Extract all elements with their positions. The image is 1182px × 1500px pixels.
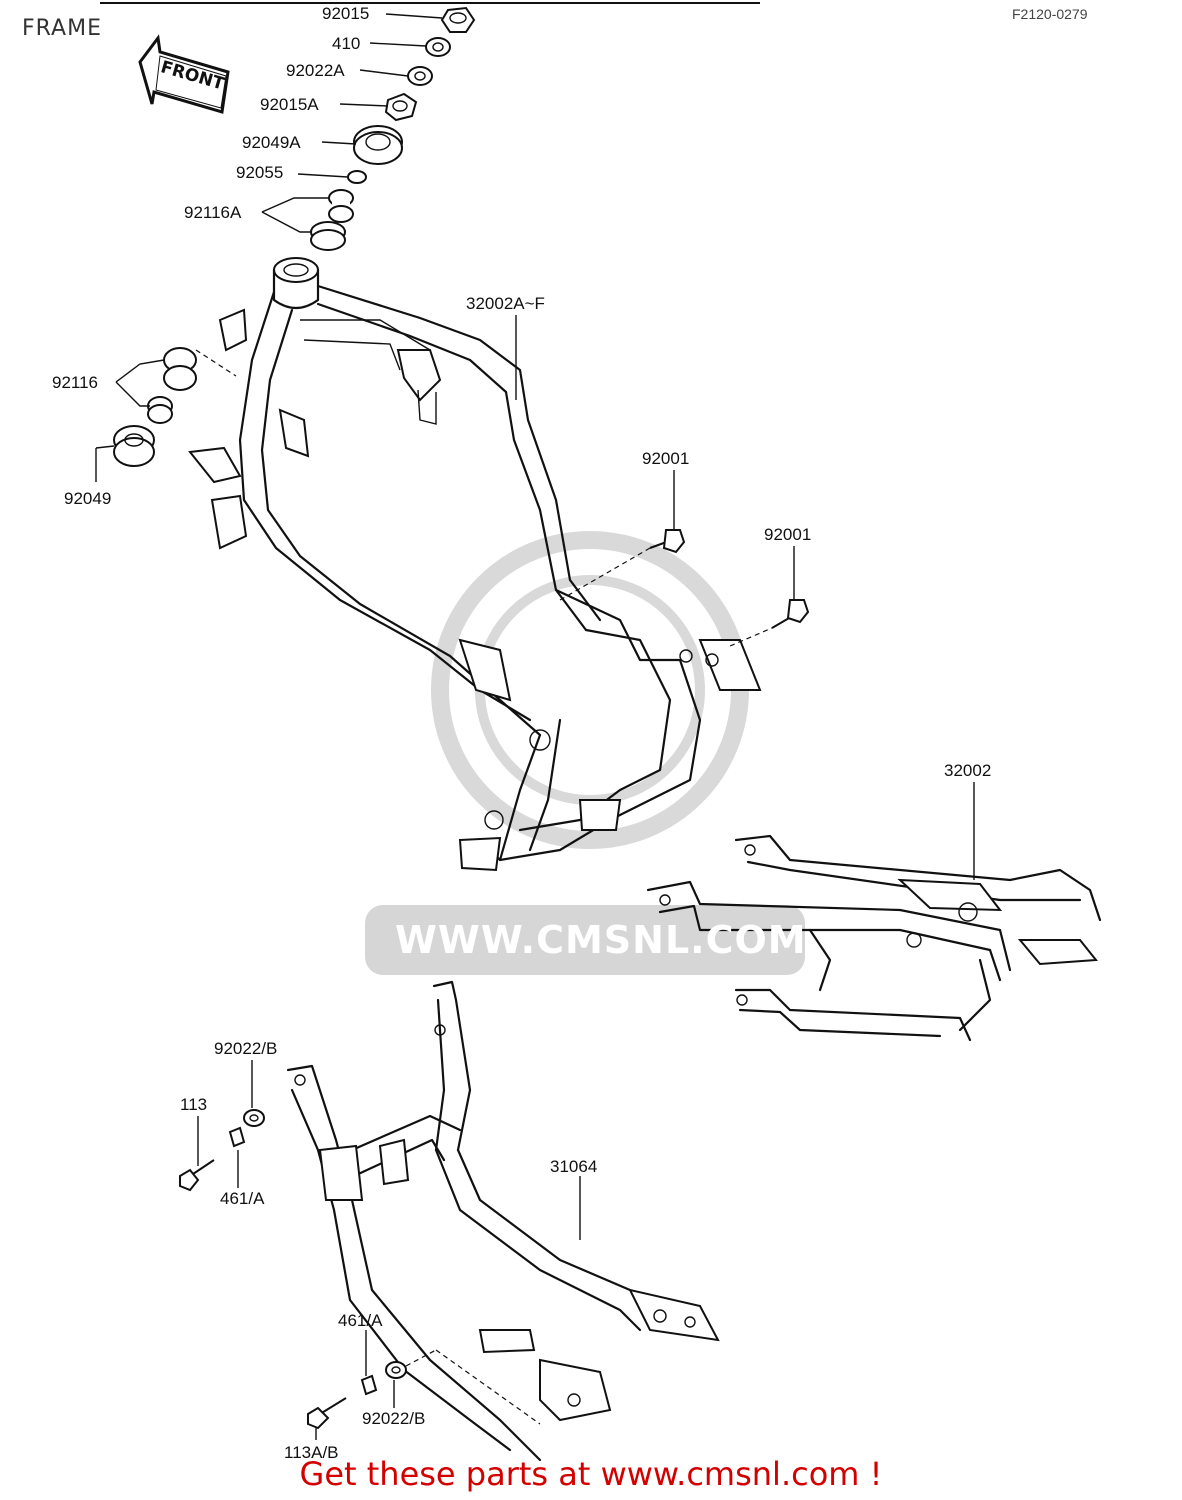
drawing-code: F2120-0279 <box>1012 6 1088 22</box>
callout-92049: 92049 <box>64 489 111 508</box>
callout-92022B-bottom: 92022/B <box>362 1409 425 1428</box>
callout-92015: 92015 <box>322 4 369 23</box>
callout-92001-upper: 92001 <box>642 449 689 468</box>
callout-113A-B: 113A/B <box>284 1443 339 1462</box>
watermark-logo <box>365 531 805 975</box>
bolt-92001-upper <box>559 529 686 601</box>
callout-461A-bottom: 461/A <box>338 1311 383 1330</box>
callout-92015A: 92015A <box>260 95 319 114</box>
rear-subframe <box>646 834 1102 1042</box>
leader-lines <box>95 13 975 1440</box>
lower-bearing-parts <box>113 347 237 467</box>
callout-92022B-top: 92022/B <box>214 1039 277 1058</box>
fasteners-lower-left <box>307 1349 541 1430</box>
watermark-text: WWW.CMSNL.COM <box>395 918 807 962</box>
callout-410: 410 <box>332 34 360 53</box>
callout-92001-lower: 92001 <box>764 525 811 544</box>
front-arrow-icon: FRONT <box>138 34 230 114</box>
callout-31064: 31064 <box>550 1157 597 1176</box>
callout-92116A: 92116A <box>184 203 242 222</box>
callout-92116: 92116 <box>52 373 98 392</box>
callout-113: 113 <box>180 1095 207 1114</box>
bolt-92001-lower <box>729 599 810 647</box>
lower-frame <box>286 980 720 1462</box>
callout-92049A: 92049A <box>242 133 301 152</box>
callout-92055: 92055 <box>236 163 283 182</box>
steering-parts <box>310 6 476 251</box>
main-frame <box>188 257 762 872</box>
callout-461A-top: 461/A <box>220 1189 265 1208</box>
footer-link-text[interactable]: Get these parts at www.cmsnl.com ! <box>299 1455 883 1493</box>
fasteners-upper-left <box>179 1109 265 1192</box>
callout-32002: 32002 <box>944 761 991 780</box>
callout-32002A-F: 32002A~F <box>466 294 545 313</box>
page-title: FRAME <box>22 16 102 41</box>
callout-92022A: 92022A <box>286 61 345 80</box>
